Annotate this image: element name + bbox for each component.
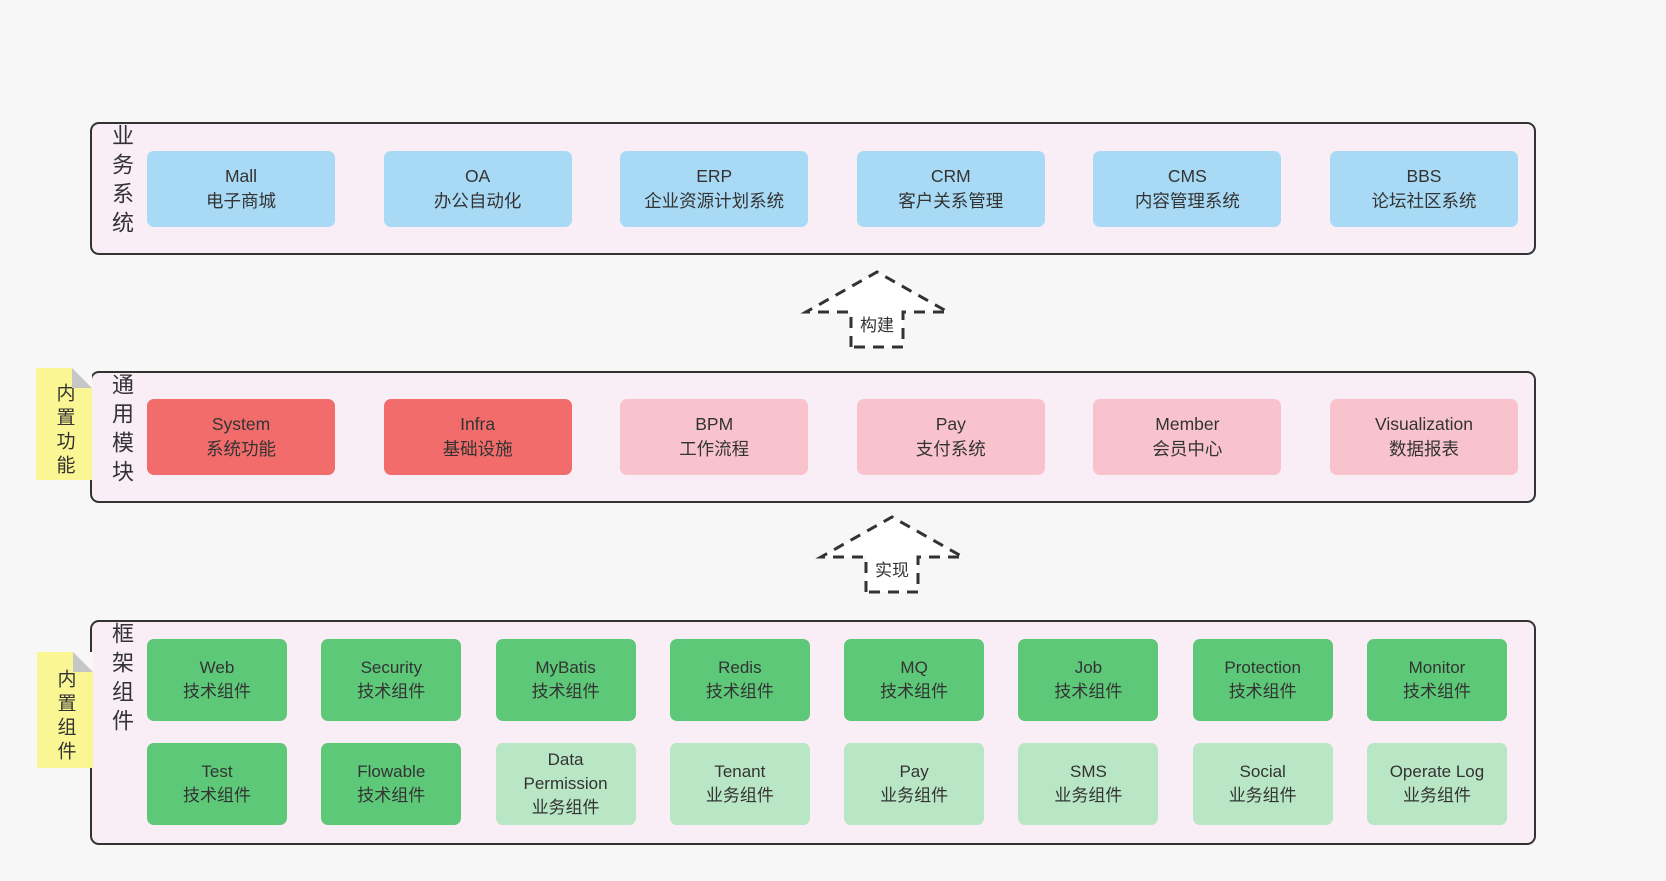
box-cms: CMS 内容管理系统 (1093, 150, 1282, 227)
box-flowable: Flowable 技术组件 (321, 743, 462, 825)
box-mybatis: MyBatis 技术组件 (495, 639, 636, 721)
sticky-note-builtin-components: 内置组件 (37, 652, 93, 768)
folded-corner-icon (72, 368, 92, 388)
box-erp: ERP 企业资源计划系统 (620, 150, 809, 227)
framework-components-band: 框架组件 Web 技术组件 Security 技术组件 MyBatis 技术组件… (90, 620, 1536, 845)
box-bbs: BBS 论坛社区系统 (1329, 150, 1518, 227)
box-visualization: Visualization 数据报表 (1329, 399, 1518, 475)
band-label-business: 业务系统 (109, 124, 134, 240)
box-job: Job 技术组件 (1018, 639, 1159, 721)
arrow-up-implement: 实现 (812, 512, 972, 596)
box-web: Web 技术组件 (147, 639, 287, 721)
box-mall: Mall 电子商城 (147, 150, 335, 227)
box-bpm: BPM 工作流程 (620, 399, 809, 475)
band-label-modules: 通用模块 (109, 373, 134, 489)
business-systems-band: 业务系统 Mall 电子商城 OA 办公自动化 ERP 企业资源计划系统 CRM… (90, 122, 1536, 255)
box-protection: Protection 技术组件 (1192, 639, 1333, 721)
band-label-components: 框架组件 (109, 622, 134, 738)
sticky-note-builtin-functions: 内置功能 (36, 368, 92, 480)
box-sms: SMS 业务组件 (1018, 743, 1159, 825)
box-system: System 系统功能 (147, 399, 335, 475)
box-pay-biz: Pay 业务组件 (844, 743, 985, 825)
box-test: Test 技术组件 (147, 743, 287, 825)
box-member: Member 会员中心 (1093, 399, 1282, 475)
components-box-row-2: Test 技术组件 Flowable 技术组件 Data Permission … (147, 743, 1507, 825)
box-operate-log: Operate Log 业务组件 (1366, 743, 1507, 825)
box-data-permission: Data Permission 业务组件 (495, 743, 636, 825)
components-box-row-1: Web 技术组件 Security 技术组件 MyBatis 技术组件 Redi… (147, 639, 1507, 721)
box-oa: OA 办公自动化 (383, 150, 572, 227)
arrow-implement-label: 实现 (875, 561, 909, 580)
business-box-row: Mall 电子商城 OA 办公自动化 ERP 企业资源计划系统 CRM 客户关系… (147, 150, 1518, 227)
box-security: Security 技术组件 (321, 639, 462, 721)
arrow-up-build: 构建 (797, 267, 957, 351)
box-infra: Infra 基础设施 (383, 399, 572, 475)
box-redis: Redis 技术组件 (669, 639, 810, 721)
box-mq: MQ 技术组件 (844, 639, 985, 721)
box-tenant: Tenant 业务组件 (669, 743, 810, 825)
arrow-build-label: 构建 (860, 316, 894, 335)
dashed-up-arrow-icon (815, 515, 969, 594)
modules-box-row: System 系统功能 Infra 基础设施 BPM 工作流程 Pay 支付系统… (147, 399, 1518, 475)
box-crm: CRM 客户关系管理 (856, 150, 1045, 227)
dashed-up-arrow-icon (800, 270, 954, 349)
folded-corner-icon (73, 652, 93, 672)
common-modules-band: 通用模块 System 系统功能 Infra 基础设施 BPM 工作流程 Pay… (90, 371, 1536, 503)
box-social: Social 业务组件 (1192, 743, 1333, 825)
box-pay: Pay 支付系统 (856, 399, 1045, 475)
box-monitor: Monitor 技术组件 (1366, 639, 1507, 721)
